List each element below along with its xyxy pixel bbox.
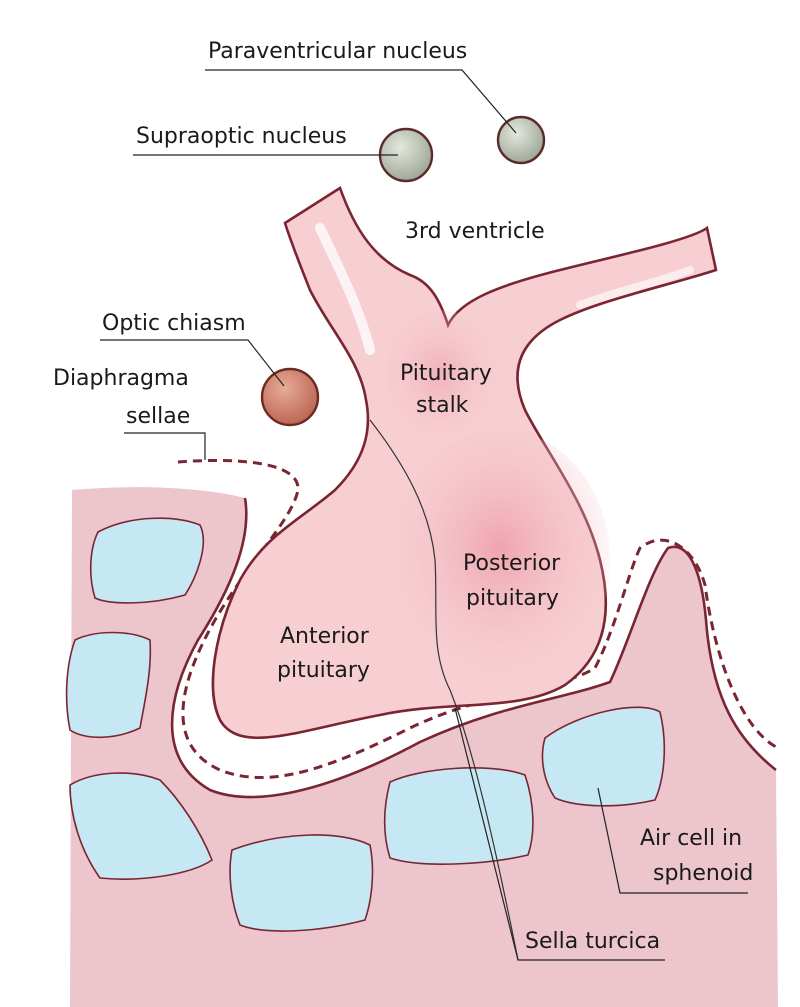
label-pituitary-stalk-line1: Pituitary xyxy=(400,361,492,386)
air-cell xyxy=(229,834,374,932)
air-cell xyxy=(541,706,666,807)
label-third-ventricle: 3rd ventricle xyxy=(405,219,545,244)
label-air-cell-line1: Air cell in xyxy=(640,826,742,851)
posterior-pituitary-shading xyxy=(390,430,610,690)
diaphragma-sellae-membrane xyxy=(177,458,779,779)
air-cells xyxy=(65,517,666,932)
label-pituitary-stalk-line2: stalk xyxy=(416,393,469,418)
optic-chiasm-leader xyxy=(100,339,285,387)
paraventricular-leader xyxy=(205,69,517,134)
label-posterior-pituitary-line2: pituitary xyxy=(466,586,559,611)
air-cell xyxy=(69,772,213,880)
label-paraventricular-nucleus: Paraventricular nucleus xyxy=(208,39,467,64)
label-anterior-pituitary-line1: Anterior xyxy=(280,624,370,649)
stalk-shading xyxy=(380,310,500,450)
air-cell xyxy=(89,517,205,604)
paraventricular-nucleus xyxy=(496,115,546,165)
label-diaphragma-sellae-line2: sellae xyxy=(126,404,190,429)
label-supraoptic-nucleus: Supraoptic nucleus xyxy=(136,124,347,149)
label-sella-turcica: Sella turcica xyxy=(525,929,660,954)
air-cell xyxy=(383,767,534,865)
infundibulum-highlight xyxy=(576,266,694,309)
optic-chiasm xyxy=(260,367,320,427)
sella-turcica-leader xyxy=(454,707,665,961)
air-cell xyxy=(65,631,152,739)
label-posterior-pituitary-line1: Posterior xyxy=(463,551,561,576)
label-air-cell-line2: sphenoid xyxy=(653,861,753,886)
air-cell-leader xyxy=(597,787,748,894)
sella-turcica-outline xyxy=(170,497,777,799)
anterior-posterior-boundary xyxy=(369,419,519,961)
label-anterior-pituitary-line2: pituitary xyxy=(277,658,370,683)
diaphragma-leader xyxy=(124,432,206,460)
label-diaphragma-sellae-line1: Diaphragma xyxy=(53,366,189,391)
stalk-highlight xyxy=(315,223,375,355)
label-optic-chiasm: Optic chiasm xyxy=(102,311,246,336)
